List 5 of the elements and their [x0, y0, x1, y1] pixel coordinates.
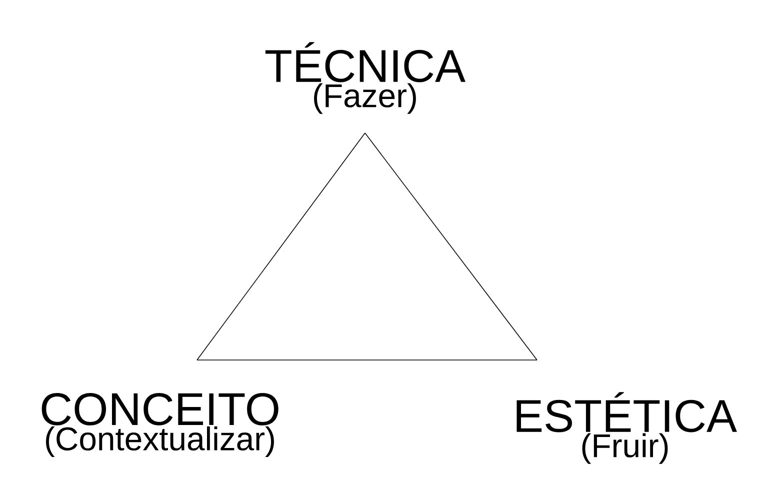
vertex-label: TÉCNICA (Fazer): [265, 42, 466, 114]
triangle-side: [364, 132, 538, 360]
vertex-label: ESTÉTICA (Fruir): [516, 392, 737, 464]
triangle-side: [196, 132, 366, 360]
vertex-label: CONCEITO (Contextualizar): [42, 392, 278, 458]
